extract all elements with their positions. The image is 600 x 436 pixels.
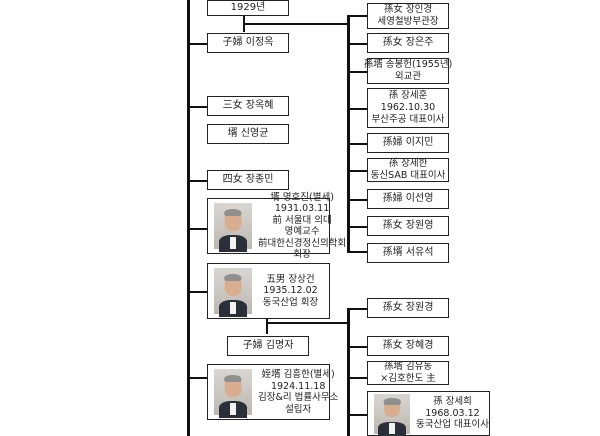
connector-line — [347, 71, 367, 73]
member-name: 孫壻 서유석 — [382, 247, 434, 258]
member-detail: 외교관 — [394, 71, 422, 82]
family-member-box: 壻 신영균 — [207, 124, 289, 144]
family-member-box: 孫女 장은주 — [367, 33, 449, 53]
portrait-photo — [214, 268, 252, 317]
connector-line — [347, 108, 367, 110]
member-name: 姪壻 김흥한(별세) — [261, 369, 335, 380]
family-member-box: 孫壻 김유동×김호한도 主 — [367, 361, 449, 385]
family-member-box: 三女 장옥혜 — [207, 96, 289, 116]
member-detail: 1924.11.18 — [270, 380, 326, 392]
connector-line — [187, 228, 209, 230]
member-detail: 1962.10.30 — [380, 102, 436, 113]
member-detail: 1968.03.12 — [425, 407, 480, 419]
connector-line — [187, 291, 209, 293]
connector-line — [347, 414, 367, 416]
family-member-box: 孫婦 이선영 — [367, 189, 449, 209]
member-detail: 세영철방부관장 — [377, 16, 439, 27]
member-name: 1929년 — [230, 2, 266, 13]
member-name: 孫壻 김유동 — [383, 361, 433, 372]
member-detail: 동국산업 대표이사 — [416, 419, 489, 431]
connector-line — [347, 226, 367, 228]
family-member-box: 四女 장종민 — [207, 170, 289, 190]
member-name: 孫女 장원영 — [382, 220, 434, 231]
family-member-box: 孫女 장원영 — [367, 216, 449, 236]
member-detail: 동국산업 회장 — [262, 296, 319, 308]
connector-line — [187, 180, 209, 182]
connector-line — [187, 377, 209, 379]
family-member-box: 孫壻 송봉헌(1955년)외교관 — [364, 58, 452, 84]
member-name: 孫 장세훈 — [388, 90, 428, 101]
connector-line — [187, 43, 209, 45]
member-detail: 부산주공 대표이사 — [371, 114, 445, 125]
member-detail: 동신SAB 대표이사 — [370, 170, 446, 181]
family-member-box: 孫女 장혜경 — [367, 336, 449, 356]
connector-line — [187, 106, 209, 108]
connector-line — [266, 322, 347, 324]
connector-line — [347, 199, 367, 201]
connector-line — [347, 308, 367, 310]
connector-line — [347, 143, 367, 145]
member-name: 孫 장세희 — [433, 396, 472, 408]
connector-line — [187, 0, 190, 436]
member-detail: 김장&리 법률사무소 — [258, 392, 339, 403]
member-detail: ×김호한도 主 — [380, 373, 436, 384]
member-detail: 명예교수 — [284, 226, 320, 237]
member-name: 孫婦 이지민 — [382, 137, 434, 148]
member-name: 孫 장세한 — [388, 158, 428, 169]
connector-line — [347, 251, 367, 253]
family-member-box: 1929년 — [207, 0, 289, 16]
member-detail: 설립자 — [285, 403, 312, 415]
connector-line — [347, 377, 367, 379]
member-name: 孫女 장은주 — [382, 37, 434, 48]
connector-line — [347, 43, 367, 45]
member-name: 孫女 장혜경 — [382, 340, 434, 351]
portrait-photo — [374, 393, 410, 436]
member-detail: 1931.03.11 — [274, 203, 330, 214]
family-member-box: 孫婦 이지민 — [367, 133, 449, 153]
member-name: 壻 명호진(별세) — [270, 191, 334, 203]
family-member-box: 孫壻 서유석 — [367, 243, 449, 263]
connector-line — [347, 308, 350, 436]
connector-line — [347, 15, 367, 17]
member-name: 孫壻 송봉헌(1955년) — [363, 59, 453, 70]
member-name: 三女 장옥혜 — [222, 100, 274, 111]
connector-line — [347, 15, 350, 252]
member-name: 五男 장상건 — [266, 273, 315, 285]
member-detail: 회장 — [293, 249, 311, 260]
member-name: 四女 장종민 — [222, 174, 274, 185]
member-name: 孫女 장원경 — [382, 302, 434, 313]
connector-line — [266, 318, 268, 334]
member-name: 孫女 장인경 — [383, 4, 433, 15]
member-detail: 前 서울대 의대 — [272, 214, 332, 226]
family-member-box: 孫女 장원경 — [367, 298, 449, 318]
member-name: 子婦 이정옥 — [222, 37, 274, 48]
member-name: 孫婦 이선영 — [382, 193, 434, 204]
portrait-photo — [214, 203, 252, 252]
portrait-photo — [214, 369, 252, 418]
member-name: 壻 신영균 — [227, 128, 269, 139]
family-member-box: 子婦 김명자 — [227, 336, 309, 356]
family-member-box: 子婦 이정옥 — [207, 33, 289, 53]
member-detail: 1935.12.02 — [263, 285, 318, 297]
member-detail: 前대한신경정신의학회 — [258, 237, 347, 249]
connector-line — [243, 23, 349, 25]
connector-line — [347, 170, 367, 172]
connector-line — [347, 346, 367, 348]
member-name: 子婦 김명자 — [242, 340, 294, 351]
